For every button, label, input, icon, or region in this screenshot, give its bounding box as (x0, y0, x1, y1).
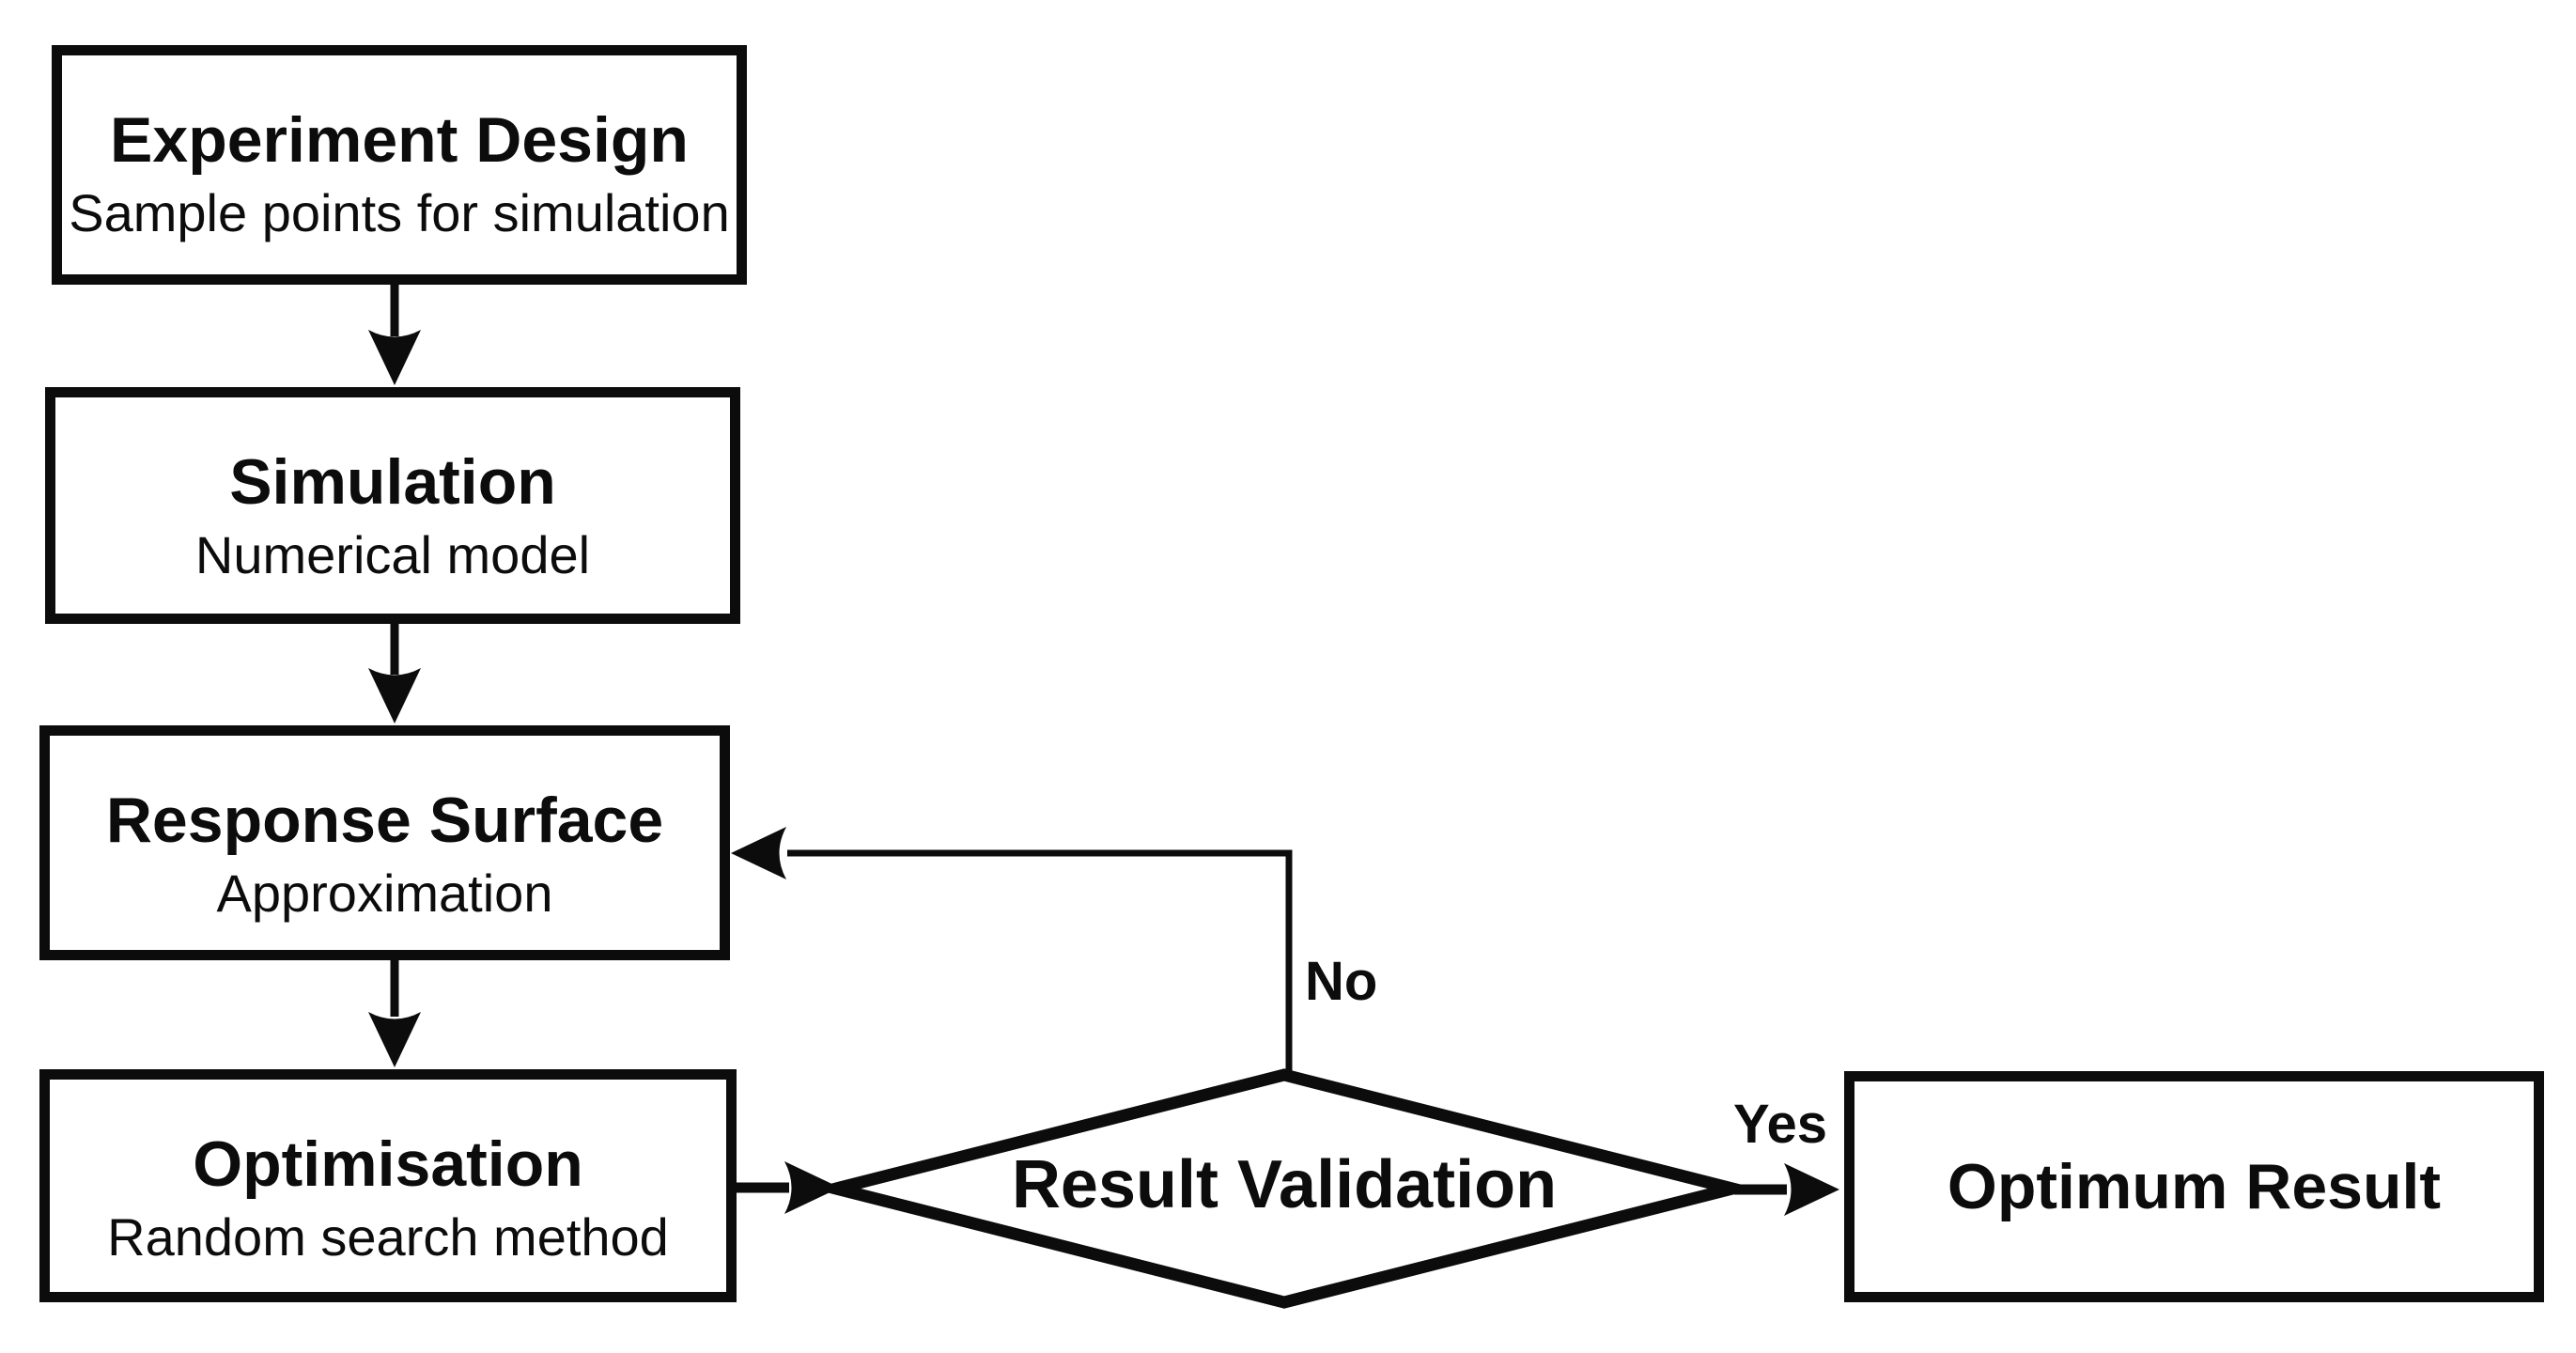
arrow-optimisation-to-validation (735, 1161, 840, 1214)
arrow-simulation-to-response-surface (368, 622, 421, 723)
node-optimum-result: Optimum Result (1844, 1071, 2544, 1302)
arrow-response-surface-to-optimisation (368, 958, 421, 1067)
node-simulation-subtitle: Numerical model (194, 525, 591, 585)
node-experiment-design: Experiment Design Sample points for simu… (52, 45, 747, 285)
node-optimisation: Optimisation Random search method (39, 1069, 737, 1302)
node-optimisation-subtitle: Random search method (107, 1207, 669, 1267)
node-experiment-design-title: Experiment Design (110, 104, 689, 176)
result-validation-diamond-shape (811, 1068, 1758, 1309)
node-optimum-result-title: Optimum Result (1947, 1150, 2442, 1222)
node-optimisation-title: Optimisation (193, 1128, 583, 1200)
node-result-validation-label: Result Validation (1011, 1147, 1558, 1222)
node-experiment-design-subtitle: Sample points for simulation (69, 183, 730, 243)
arrow-validation-to-optimum (1734, 1163, 1839, 1216)
arrow-experiment-to-simulation (368, 282, 421, 385)
node-response-surface: Response Surface Approximation (39, 725, 730, 960)
node-simulation-title: Simulation (229, 446, 556, 518)
node-response-surface-subtitle: Approximation (216, 863, 553, 924)
node-simulation: Simulation Numerical model (45, 387, 740, 624)
arrow-validation-no-feedback (731, 827, 1293, 1077)
edge-label-yes: Yes (1733, 1094, 1827, 1155)
node-response-surface-title: Response Surface (105, 785, 664, 856)
edge-label-no: No (1305, 951, 1378, 1012)
